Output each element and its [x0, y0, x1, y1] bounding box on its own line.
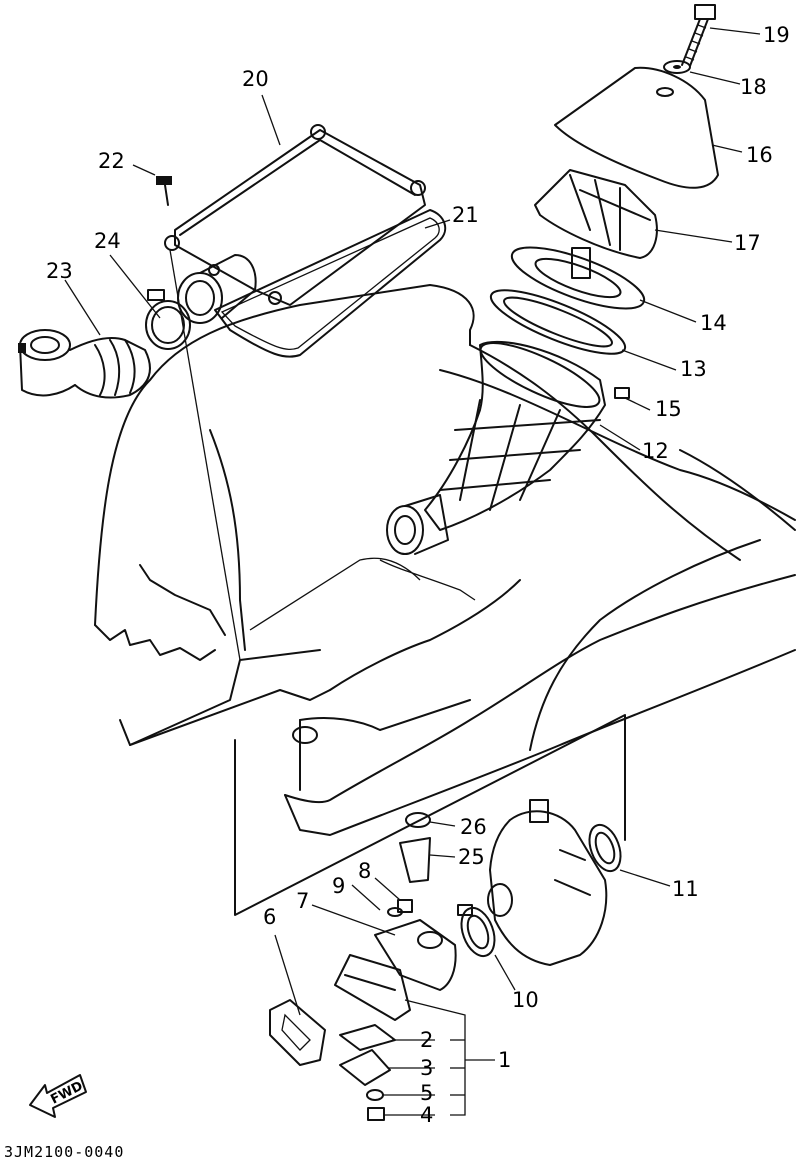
hose-clamp-11: [588, 823, 622, 873]
callout-25: 25: [458, 845, 485, 869]
washer-5: [366, 1089, 384, 1101]
intake-manifold-7: [374, 919, 457, 991]
washer-9: [387, 907, 403, 917]
callout-6: 6: [263, 905, 276, 929]
callout-12: 12: [642, 439, 669, 463]
gasket-13: [489, 289, 627, 355]
reed-valve-assy-1: [334, 954, 411, 1021]
callout-16: 16: [746, 143, 773, 167]
cap-25: [399, 837, 431, 883]
bolt-19: [681, 4, 716, 67]
gasket-6: [269, 999, 326, 1066]
intake-duct: [18, 329, 151, 399]
screw-8: [397, 899, 413, 913]
callout-19: 19: [763, 23, 790, 47]
carburetor: [487, 799, 608, 966]
callout-7: 7: [296, 889, 309, 913]
detail-frame: [234, 714, 626, 916]
stopper-3: [339, 1049, 391, 1086]
filter-cover-16: [554, 66, 719, 189]
air-box-outlet-tube: [177, 254, 257, 324]
callout-11: 11: [672, 877, 699, 901]
callout-13: 13: [680, 357, 707, 381]
intake-tube-12: [386, 341, 606, 555]
callout-2: 2: [420, 1028, 433, 1052]
screw-4: [367, 1107, 385, 1121]
callout-26: 26: [460, 815, 487, 839]
leader-lines: [64, 27, 761, 1116]
callout-21: 21: [452, 203, 479, 227]
callout-18: 18: [740, 75, 767, 99]
reed-2: [339, 1024, 396, 1051]
callout-22: 22: [98, 149, 125, 173]
callout-4: 4: [420, 1103, 433, 1127]
callout-20: 20: [242, 67, 269, 91]
hood-body-outline: [94, 284, 796, 836]
washer-18: [663, 60, 691, 74]
air-box-gasket: [214, 209, 447, 358]
air-box-cover: [164, 124, 426, 306]
callout-1: 1: [498, 1048, 511, 1072]
nut-15: [614, 387, 630, 399]
callout-24: 24: [94, 229, 121, 253]
clip-26: [405, 812, 431, 828]
callout-9: 9: [332, 874, 345, 898]
callout-3: 3: [420, 1056, 433, 1080]
drawing-code: 3JM2100-0040: [4, 1143, 124, 1159]
element-holder-14: [510, 246, 646, 310]
callout-5: 5: [420, 1081, 433, 1105]
callout-17: 17: [734, 231, 761, 255]
callout-8: 8: [358, 859, 371, 883]
callout-10: 10: [512, 988, 539, 1012]
hose-clamp-upper: [145, 289, 191, 350]
forward-direction-arrow: FWD: [29, 1074, 87, 1118]
hose-clamp-10: [457, 904, 496, 958]
assembly-line-22: [169, 249, 241, 661]
callout-15: 15: [655, 397, 682, 421]
screw-22: [156, 176, 172, 206]
callout-23: 23: [46, 259, 73, 283]
callout-labels: 19 18 16 17 14 13 15 12 20 21 22 24 23 2…: [46, 23, 790, 1127]
callout-14: 14: [700, 311, 727, 335]
filter-element-17: [534, 169, 658, 259]
